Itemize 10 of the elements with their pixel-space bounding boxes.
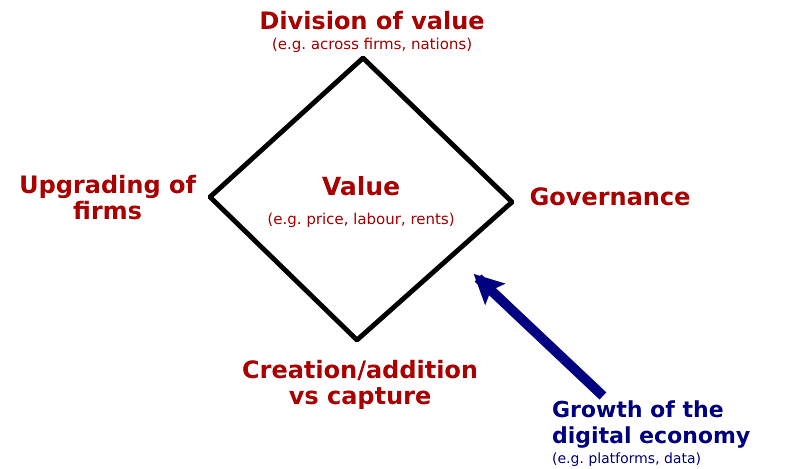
arrow [474, 274, 606, 400]
node-subtitle: (e.g. platforms, data) [552, 450, 702, 468]
corner-label: Division of value [258, 8, 486, 34]
corner-label: Upgrading of firms [18, 172, 198, 224]
corner-note: (e.g. across firms, nations) [270, 36, 474, 53]
diamond-title: Value [320, 172, 402, 201]
corner-label: Creation/addition vs capture [242, 357, 478, 409]
node-title: Growth of the digital economy [552, 398, 752, 450]
corner-label: Governance [528, 184, 692, 210]
diamond-subtitle: (e.g. price, labour, rents) [266, 210, 456, 229]
